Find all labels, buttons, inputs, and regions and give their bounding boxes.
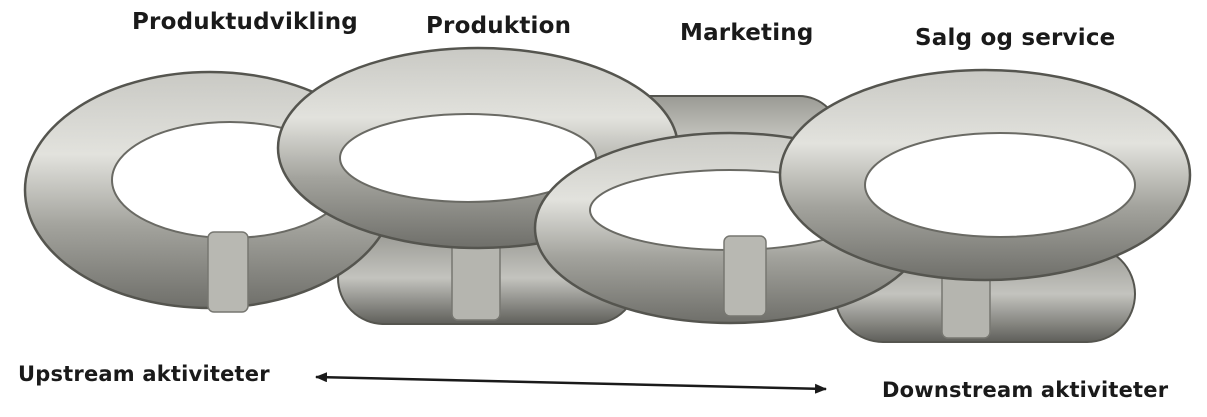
chain-link-6 xyxy=(780,70,1190,280)
upstream-downstream-arrow xyxy=(316,377,826,389)
link-label-salg-og-service: Salg og service xyxy=(915,25,1115,51)
link-label-marketing: Marketing xyxy=(680,20,814,46)
upstream-label: Upstream aktiviteter xyxy=(18,362,270,386)
link-label-produktion: Produktion xyxy=(426,13,571,39)
downstream-label: Downstream aktiviteter xyxy=(882,378,1168,402)
link-label-produktudvikling: Produktudvikling xyxy=(132,9,358,35)
